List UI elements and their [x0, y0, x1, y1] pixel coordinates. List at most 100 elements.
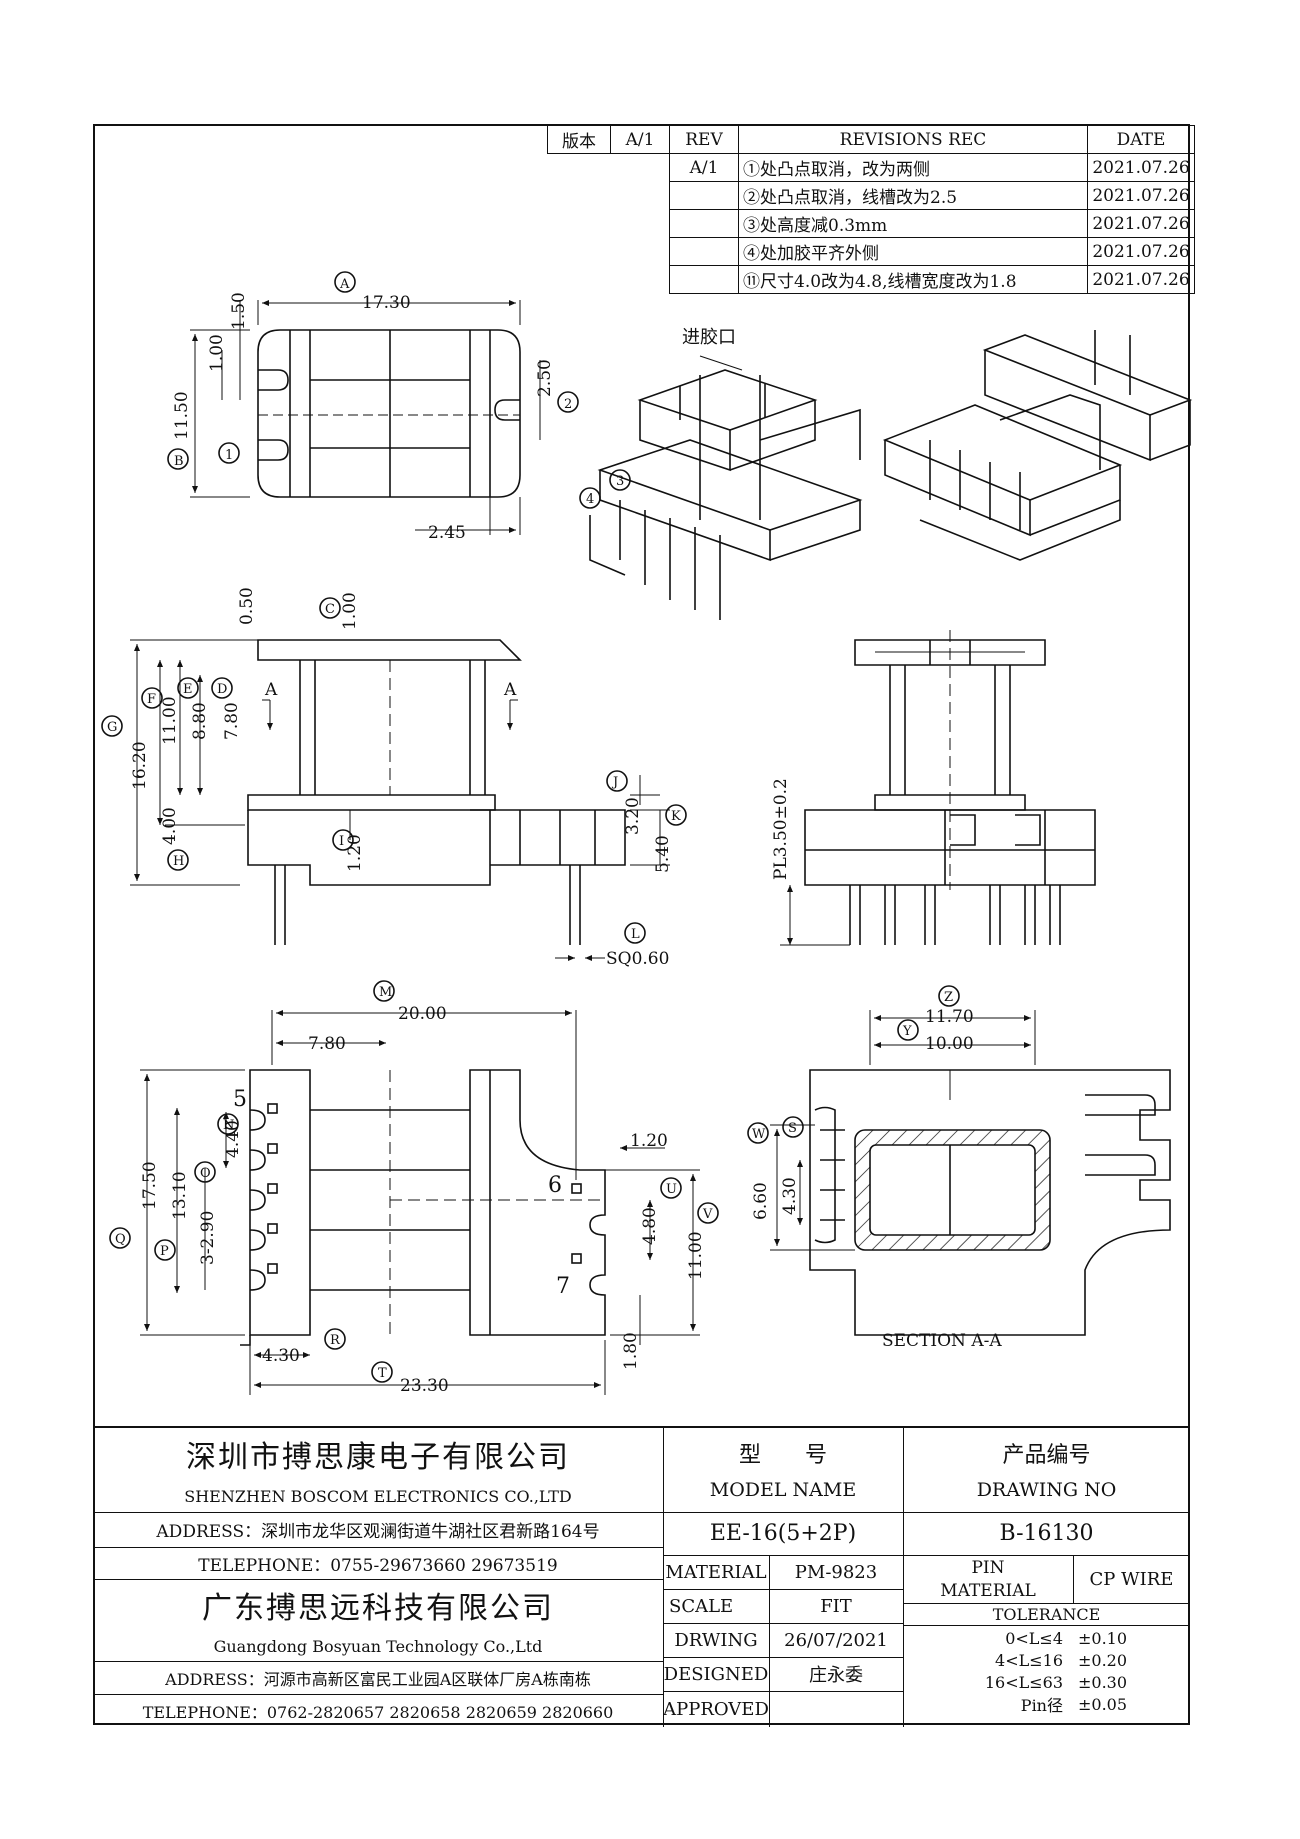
company2-name-en: Guangdong Bosyuan Technology Co.,Ltd	[213, 1636, 543, 1656]
circle-marker	[624, 922, 646, 944]
circle-d-label: D	[217, 682, 227, 697]
company1-name-cn: 深圳市搏思康电子有限公司	[186, 1440, 570, 1475]
circle-marker	[324, 1328, 346, 1350]
dim-780-value: 7.80	[222, 702, 242, 740]
circle-i-label: I	[339, 834, 344, 849]
circle-marker	[101, 715, 123, 737]
tolerance-label: TOLERANCE	[992, 1604, 1101, 1624]
side-view-labels: PL3.50±0.2	[771, 778, 791, 880]
circle-1-label: 1	[225, 448, 233, 463]
section-mark-left: A	[264, 680, 278, 700]
circle-b-label: B	[174, 454, 184, 469]
address2: ADDRESS：河源市高新区富民工业园A区联体厂房A栋南栋	[165, 1669, 591, 1689]
drwing-label: DRWING	[674, 1629, 758, 1651]
dim-1100-value: 11.00	[686, 1231, 706, 1280]
dim-480-value: 4.80	[640, 1207, 660, 1245]
dim-050-value: 0.50	[237, 587, 257, 625]
circle-n-label: N	[223, 1118, 234, 1133]
designed-value: 庄永委	[809, 1665, 863, 1686]
circle-marker	[194, 1161, 216, 1183]
revision-row: ⑪尺寸4.0改为4.8,线槽宽度改为1.8 2021.07.26	[548, 265, 1195, 294]
dim-120-value: 1.20	[630, 1131, 668, 1151]
circle-a-label: A	[339, 277, 350, 292]
dim-1310-value: 13.10	[170, 1171, 190, 1220]
circle-marker	[141, 687, 163, 709]
circle-marker	[217, 1113, 239, 1135]
date-header: DATE	[1087, 125, 1195, 154]
pl-label: PL3.50±0.2	[771, 778, 791, 880]
title-block: 深圳市搏思康电子有限公司 SHENZHEN BOSCOM ELECTRONICS…	[93, 1426, 1190, 1727]
circle-marker	[665, 804, 687, 826]
section-a-a-view	[747, 985, 1171, 1336]
bottom-view-labels: M N O P Q R T U V 20.00 7.80 17.50 13.10…	[115, 985, 713, 1396]
circle-z-label: Z	[944, 990, 953, 1005]
circle-marker	[938, 985, 960, 1007]
dim-100-value: 1.00	[340, 592, 360, 630]
section-label: SECTION A-A	[882, 1331, 1002, 1351]
material-label: MATERIAL	[665, 1561, 767, 1583]
dim-430-value: 4.30	[262, 1346, 300, 1366]
front-view	[101, 597, 687, 961]
model-label-cn: 型 号	[738, 1443, 827, 1468]
circle-marker	[660, 1177, 682, 1199]
circle-marker	[373, 980, 395, 1002]
circle-marker	[371, 1361, 393, 1383]
dim-250-value: 2.50	[535, 359, 555, 397]
tolerance-value: ±0.20	[1078, 1650, 1128, 1670]
circle-marker	[579, 487, 601, 509]
circle-y-label: Y	[902, 1024, 912, 1039]
approved-value	[769, 1691, 903, 1727]
revision-text: ②处凸点取消，线槽改为2.5	[738, 181, 1088, 210]
dim-290-value: 3-2.90	[198, 1211, 218, 1265]
circle-q-label: Q	[115, 1232, 126, 1247]
drawing-no-label-en: DRAWING NO	[976, 1479, 1117, 1501]
circle-marker	[697, 1202, 719, 1224]
circle-u-label: U	[666, 1182, 677, 1197]
revision-row: ③处高度减0.3mm 2021.07.26	[548, 209, 1195, 238]
circle-marker	[109, 1227, 131, 1249]
circle-w-label: W	[752, 1127, 766, 1142]
circle-3-label: 3	[616, 474, 624, 489]
dim-a-value: 17.30	[362, 293, 411, 313]
circle-marker	[154, 1239, 176, 1261]
iso-labels: 进胶口 4 3	[586, 327, 736, 507]
circle-s-label: S	[788, 1121, 797, 1136]
telephone1: TELEPHONE：0755-29673660 29673519	[198, 1555, 558, 1576]
inlet-label: 进胶口	[682, 327, 736, 348]
top-view-labels: 17.30 A B 1 2 1.50 1.00 11.50 2.50 2.45	[172, 277, 572, 543]
circle-marker	[177, 677, 199, 699]
dim-880-value: 8.80	[190, 702, 210, 740]
model-label-en: MODEL NAME	[709, 1479, 857, 1501]
pin-material-label-2: MATERIAL	[940, 1581, 1036, 1601]
revision-date: 2021.07.26	[1087, 265, 1195, 294]
scale-label: SCALE	[669, 1595, 734, 1617]
circle-marker	[609, 469, 631, 491]
circle-f-label: F	[147, 692, 156, 707]
tolerance-value: ±0.30	[1078, 1672, 1128, 1692]
circle-marker	[557, 391, 579, 413]
circle-marker	[218, 442, 240, 464]
rev-cell	[669, 237, 739, 266]
company2-name-cn: 广东搏思远科技有限公司	[202, 1591, 554, 1626]
pin-6-label: 6	[548, 1173, 562, 1198]
circle-4-label: 4	[586, 492, 594, 507]
dim-780-value: 7.80	[308, 1034, 346, 1054]
dim-m-value: 20.00	[398, 1004, 447, 1024]
dim-y-value: 10.00	[925, 1034, 974, 1054]
dim-1150-value: 11.50	[172, 391, 192, 440]
circle-o-label: O	[200, 1166, 211, 1181]
circle-marker	[897, 1019, 919, 1041]
front-view-labels: C D E F G H I J K L A A 0.50 1.00 11.00 …	[107, 587, 681, 969]
circle-marker	[167, 849, 189, 871]
circle-marker	[211, 677, 233, 699]
bottom-view	[109, 980, 719, 1395]
section-view-labels: Z Y W S 11.70 10.00 6.60 4.30 SECTION A-…	[751, 990, 1002, 1351]
rev-cell	[669, 265, 739, 294]
company1-name-en: SHENZHEN BOSCOM ELECTRONICS CO.,LTD	[184, 1486, 572, 1506]
dim-430-value: 4.30	[780, 1177, 800, 1215]
telephone2: TELEPHONE：0762-2820657 2820658 2820659 2…	[142, 1702, 614, 1722]
address1: ADDRESS：深圳市龙华区观澜街道牛湖社区君新路164号	[156, 1522, 600, 1542]
circle-marker	[606, 770, 628, 792]
iso-view-back	[882, 330, 1193, 561]
circle-marker	[747, 1122, 769, 1144]
